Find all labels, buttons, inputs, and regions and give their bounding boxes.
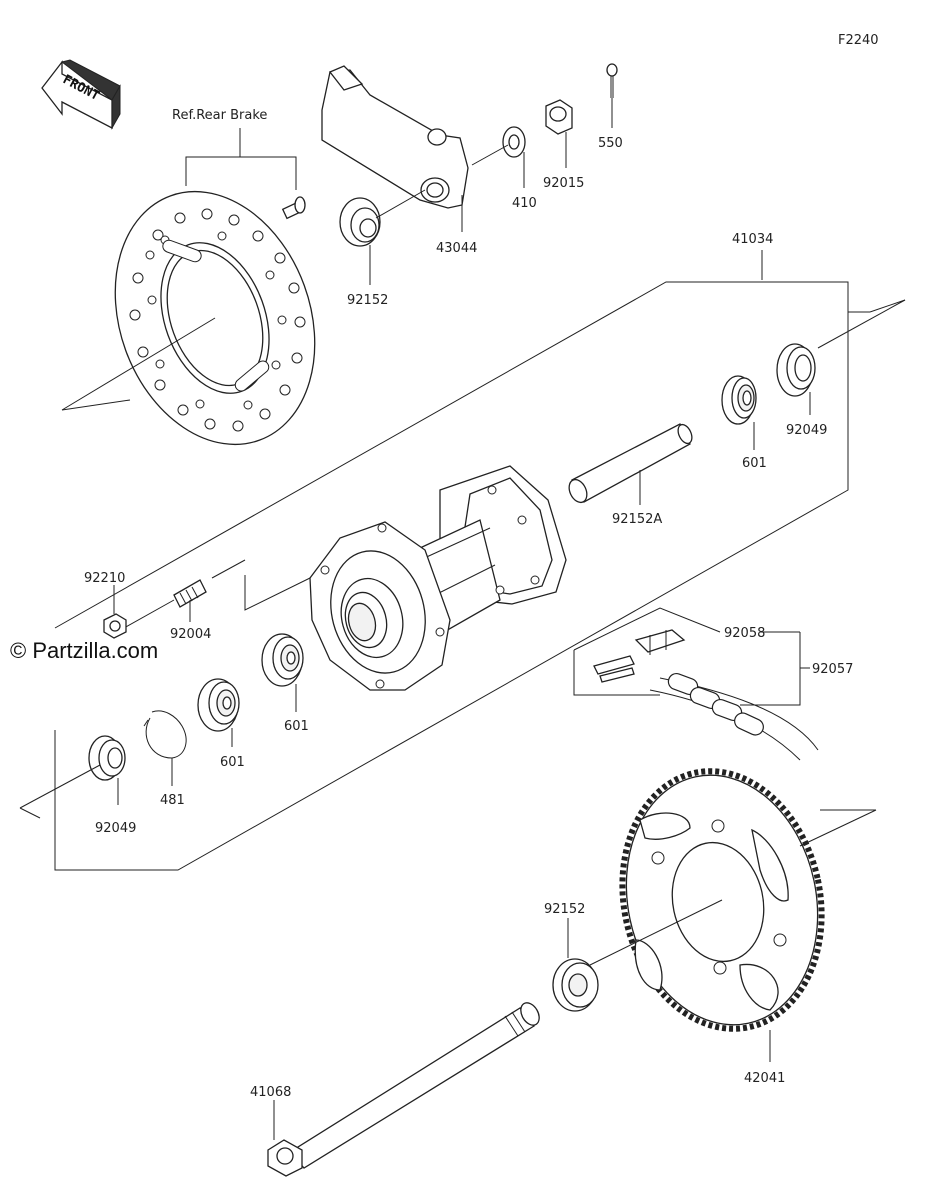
callout-92210: 92210 bbox=[84, 571, 125, 586]
seal-92049-right bbox=[776, 343, 816, 397]
bearing-601-left bbox=[197, 678, 240, 732]
callout-41068: 41068 bbox=[250, 1085, 291, 1100]
callout-92049-left: 92049 bbox=[95, 821, 136, 836]
spacer-tube-92152A bbox=[568, 423, 693, 504]
master-link-92058 bbox=[593, 629, 686, 683]
partzilla-watermark: © Partzilla.com bbox=[10, 638, 158, 663]
ref-rear-brake-label: Ref.Rear Brake bbox=[172, 108, 267, 123]
nut-92210 bbox=[103, 613, 127, 639]
callout-601-left: 601 bbox=[220, 755, 245, 770]
bearing-601-mid bbox=[261, 633, 304, 687]
callout-92049-right: 92049 bbox=[786, 423, 827, 438]
seal-92049-left bbox=[88, 735, 126, 781]
callout-43044: 43044 bbox=[436, 241, 477, 256]
callout-41034: 41034 bbox=[732, 232, 773, 247]
callout-92057: 92057 bbox=[812, 662, 853, 677]
callout-92152-top: 92152 bbox=[347, 293, 388, 308]
disc-bolt bbox=[281, 196, 306, 220]
bearing-601-right bbox=[721, 375, 757, 425]
front-arrow-icon: FRONT bbox=[41, 59, 121, 130]
callout-410: 410 bbox=[512, 196, 537, 211]
callout-92058: 92058 bbox=[724, 626, 765, 641]
callout-601-mid: 601 bbox=[284, 719, 309, 734]
callout-550: 550 bbox=[598, 136, 623, 151]
cotter-pin-550 bbox=[606, 63, 618, 98]
rear-wheel-hub bbox=[309, 465, 567, 691]
callout-92015: 92015 bbox=[543, 176, 584, 191]
caliper-bracket bbox=[321, 65, 469, 209]
collar-92152-bottom bbox=[552, 958, 599, 1012]
collar-92152-top bbox=[339, 197, 381, 247]
stud-92004 bbox=[173, 579, 207, 608]
nut-92015 bbox=[545, 99, 573, 135]
callout-92152-bottom: 92152 bbox=[544, 902, 585, 917]
figure-code: F2240 bbox=[838, 33, 879, 48]
rear-axle bbox=[267, 1002, 540, 1177]
washer-410 bbox=[502, 126, 526, 158]
callout-481: 481 bbox=[160, 793, 185, 808]
callout-92152A: 92152A bbox=[612, 512, 662, 527]
callout-601-right: 601 bbox=[742, 456, 767, 471]
drive-chain bbox=[649, 673, 819, 761]
callout-42041: 42041 bbox=[744, 1071, 785, 1086]
circlip-481 bbox=[143, 710, 187, 759]
callout-92004: 92004 bbox=[170, 627, 211, 642]
